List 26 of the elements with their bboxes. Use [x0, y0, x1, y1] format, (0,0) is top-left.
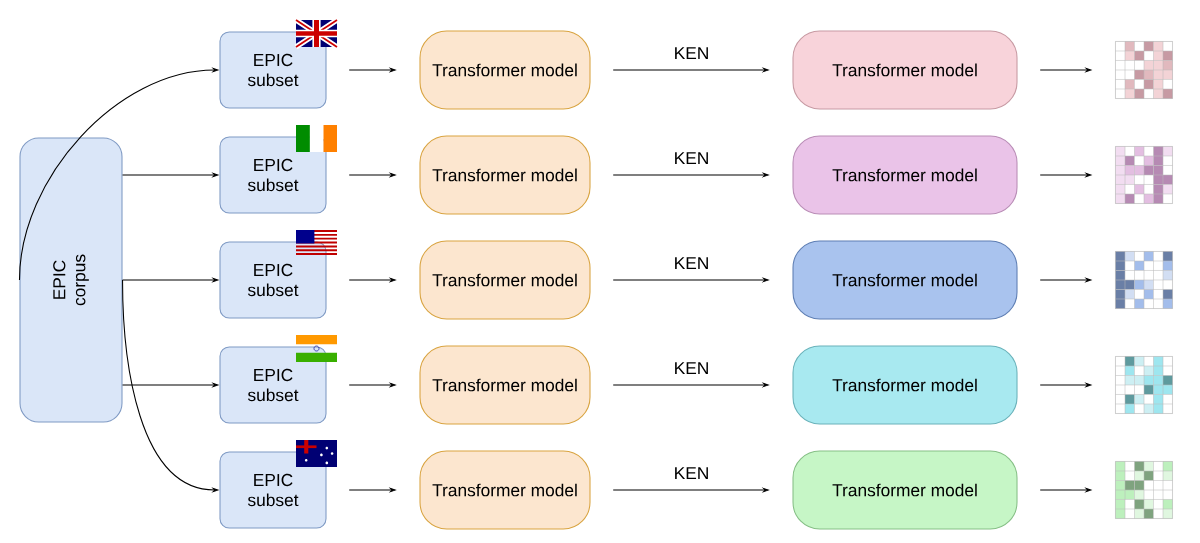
model-box: Transformer model: [419, 135, 591, 215]
model-box: Transformer model: [792, 450, 1018, 530]
edge-label: KEN: [675, 47, 708, 60]
grid-drawing: [1115, 146, 1173, 204]
model-box: Transformer model: [792, 135, 1018, 215]
model-box: Transformer model: [419, 30, 591, 110]
corpus-box: EPIC corpus: [19, 137, 123, 423]
model-box: Transformer model: [792, 30, 1018, 110]
subset-box: EPIC subset: [219, 136, 327, 214]
model-box: Transformer model: [419, 240, 591, 320]
subset-box: EPIC subset: [219, 31, 327, 109]
subset-box: EPIC subset: [219, 346, 327, 424]
model-box: Transformer model: [792, 345, 1018, 425]
edge-label: KEN: [675, 257, 708, 270]
grid-drawing: [1115, 356, 1173, 414]
edge-label: KEN: [675, 467, 708, 480]
edge-label: KEN: [675, 362, 708, 375]
model-box: Transformer model: [419, 345, 591, 425]
grid-drawing: [1115, 251, 1173, 309]
model-box: Transformer model: [419, 450, 591, 530]
model-box: Transformer model: [792, 240, 1018, 320]
edge-label: KEN: [675, 152, 708, 165]
grid-drawing: [1115, 41, 1173, 99]
grid-drawing: [1115, 461, 1173, 519]
subset-box: EPIC subset: [219, 451, 327, 529]
subset-box: EPIC subset: [219, 241, 327, 319]
